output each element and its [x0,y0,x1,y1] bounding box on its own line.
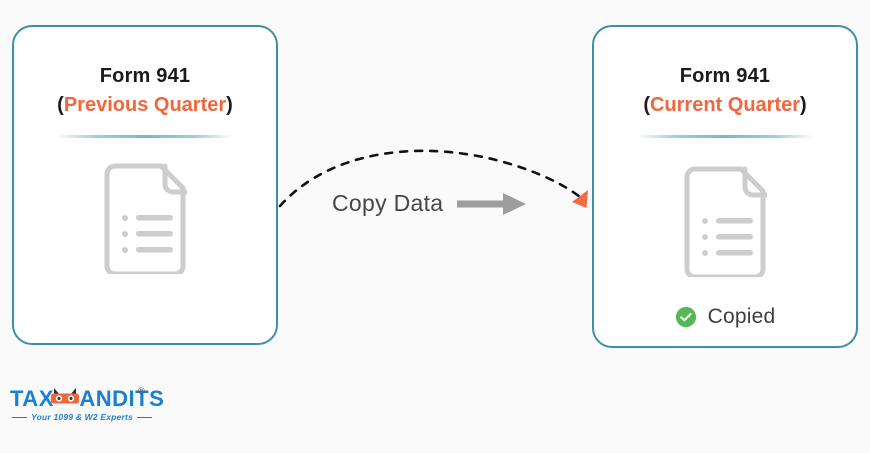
logo-word-start: TAX [10,386,54,411]
bandit-mask-icon [51,388,79,404]
quarter-accent-previous: Previous Quarter [63,94,227,116]
status-label-copied: Copied [707,305,776,328]
card-form941-current-quarter[interactable]: Form 941 (Current Quarter) Copied [592,25,858,348]
registered-mark-icon: ® [138,386,145,396]
card-subtitle-previous: (Previous Quarter) [14,94,276,117]
card-title-previous: Form 941 [99,65,191,87]
paren-close-current: ) [800,94,807,116]
copy-data-group: Copy Data [332,190,527,217]
logo-tagline-row: Your 1099 & W2 Experts [12,412,152,422]
tagline-rule-right [136,416,152,418]
document-lines-icon [683,165,770,282]
quarter-accent-current: Current Quarter [649,94,801,116]
copy-data-label: Copy Data [332,190,444,216]
status-badge-copied: Copied [594,305,856,329]
taxbandits-logo[interactable]: TAX__ANDITS ® Your 1099 & W2 Experts [10,386,164,426]
logo-tagline: Your 1099 & W2 Experts [31,412,133,422]
logo-word-end: ANDITS [79,386,165,411]
card-title-current: Form 941 [679,65,771,87]
card-form941-previous-quarter[interactable]: Form 941 (Previous Quarter) [12,25,278,345]
document-lines-icon [103,162,190,279]
card-divider-previous [56,135,234,138]
card-divider-current [636,135,814,138]
paren-close-previous: ) [226,94,233,116]
green-check-circle-icon [675,306,696,328]
triangle-arrowhead-icon [572,190,588,208]
right-arrow-icon [457,192,527,215]
logo-wordmark: TAX__ANDITS [10,388,164,410]
card-subtitle-current: (Current Quarter) [594,94,856,117]
paren-open-previous: ( [57,94,64,116]
paren-open-current: ( [643,94,650,116]
tagline-rule-left [12,416,28,418]
